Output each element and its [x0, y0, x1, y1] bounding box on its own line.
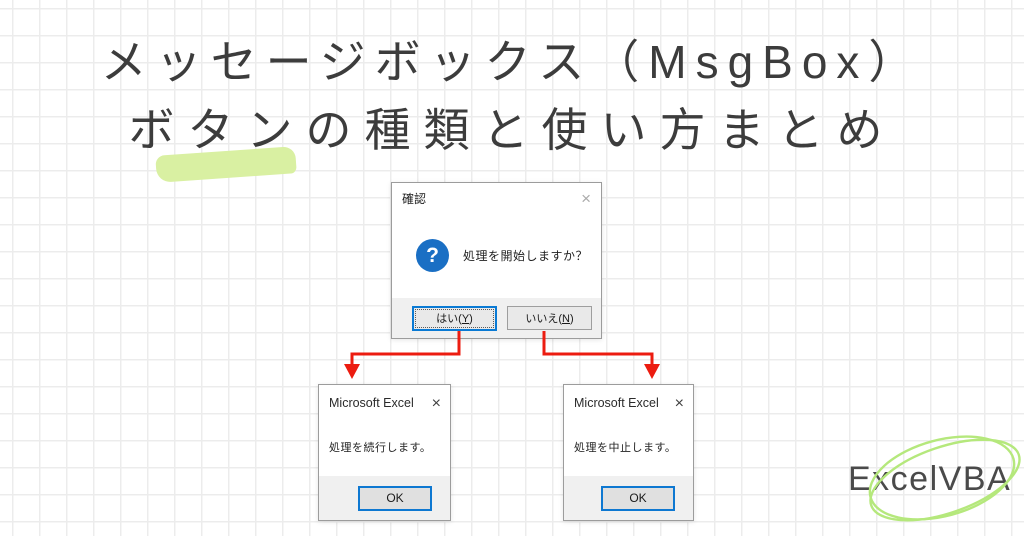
abort-dialog-message: 処理を中止します。 — [574, 442, 677, 454]
continue-dialog: Microsoft Excel × 処理を続行します。 OK — [318, 384, 451, 521]
yes-button-label-end: ) — [469, 313, 473, 325]
close-icon[interactable]: × — [581, 188, 591, 208]
yes-arrowhead-icon — [344, 364, 360, 379]
confirm-dialog-title: 確認 — [402, 191, 427, 206]
continue-dialog-message: 処理を続行します。 — [329, 442, 432, 454]
continue-dialog-titlebar: Microsoft Excel × — [319, 385, 450, 415]
yes-button-label: はい( — [436, 313, 462, 325]
no-arrowhead-icon — [644, 364, 660, 379]
abort-dialog-footer: OK — [564, 476, 693, 520]
continue-dialog-title: Microsoft Excel — [329, 396, 414, 410]
confirm-dialog-footer: はい(Y) いいえ(N) — [392, 298, 601, 338]
yes-button[interactable]: はい(Y) — [412, 305, 497, 331]
confirm-dialog-body: ? 処理を開始しますか？ — [392, 213, 601, 272]
confirm-dialog-titlebar: 確認 × — [392, 183, 601, 213]
yes-button-accesskey: Y — [461, 313, 470, 325]
site-logo-text: ExcelVBA — [848, 460, 1012, 498]
confirm-dialog: 確認 × ? 処理を開始しますか？ はい(Y) いいえ(N) — [391, 182, 602, 339]
ok-button[interactable]: OK — [358, 485, 432, 511]
page-title-line2: ボタンの種類と使い方まとめ — [128, 104, 896, 156]
ok-button[interactable]: OK — [601, 485, 675, 511]
abort-dialog-titlebar: Microsoft Excel × — [564, 385, 693, 415]
no-button-accesskey: N — [562, 313, 570, 325]
abort-dialog: Microsoft Excel × 処理を中止します。 OK — [563, 384, 694, 521]
no-button-label: いいえ( — [525, 313, 563, 325]
no-button[interactable]: いいえ(N) — [507, 306, 592, 330]
page-title: メッセージボックス（MsgBox） ボタンの種類と使い方まとめ — [0, 36, 1024, 156]
question-icon: ? — [416, 239, 449, 272]
abort-dialog-title: Microsoft Excel — [574, 396, 659, 410]
continue-dialog-footer: OK — [319, 476, 450, 520]
confirm-dialog-message: 処理を開始しますか？ — [463, 249, 589, 263]
close-icon[interactable]: × — [674, 394, 684, 412]
no-button-label-end: ) — [569, 313, 574, 325]
close-icon[interactable]: × — [431, 394, 441, 412]
page-title-line1: メッセージボックス（MsgBox） — [100, 36, 924, 88]
